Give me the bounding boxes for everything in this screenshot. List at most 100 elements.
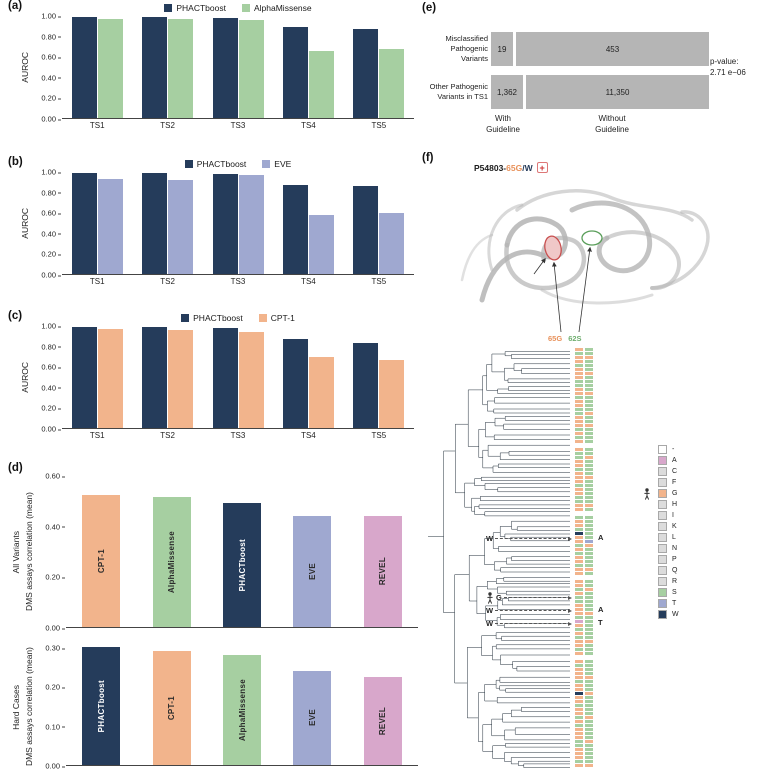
alignment-cell: [585, 512, 593, 515]
alignment-cell: [585, 480, 593, 483]
alignment-cell: [585, 588, 593, 591]
legend-swatch: [658, 467, 667, 476]
bar: [168, 19, 194, 118]
bar-group: [203, 16, 273, 118]
legend-row-C: C: [658, 466, 679, 477]
tick-label: 0.20: [41, 403, 61, 413]
bar-label: CPT-1: [96, 549, 106, 574]
segment-without-guideline: 11,350: [526, 75, 709, 109]
alignment-cell: [575, 448, 583, 451]
legend-row-H: H: [658, 499, 679, 510]
bar: [168, 330, 194, 428]
segment-with-guideline: 19: [491, 32, 513, 66]
alignment-cell: [575, 536, 583, 539]
alignment-cell: [575, 632, 583, 635]
bar-group: [132, 172, 202, 274]
category-label: TS2: [160, 431, 175, 440]
plot-area: [62, 326, 414, 429]
alignment-cell: [575, 720, 583, 723]
tree-annotation: W: [486, 605, 572, 616]
alignment-cell: [575, 596, 583, 599]
bar: [238, 175, 264, 274]
alignment-cell: [575, 688, 583, 691]
legend-row-P: P: [658, 554, 679, 565]
bar-group: PHACTboost: [66, 647, 136, 765]
bar: [142, 173, 168, 274]
tick-label: 0.40: [41, 73, 61, 83]
bar-group: AlphaMissense: [207, 648, 277, 765]
alignment-cell: [575, 704, 583, 707]
category-label: TS1: [89, 431, 105, 440]
row-category-label: Other Pathogenic Variants in TS1: [429, 82, 488, 101]
alignment-cell: [585, 632, 593, 635]
alignment-cell: [585, 400, 593, 403]
alignment-cell: [585, 696, 593, 699]
annotation-left-label: G: [496, 593, 502, 602]
site-label-65g: 65G: [548, 334, 563, 343]
alignment-cell: [585, 496, 593, 499]
tick-label: 0.20: [45, 682, 65, 692]
alignment-cell: [585, 356, 593, 359]
alignment-cell: [575, 492, 583, 495]
alignment-cell: [575, 428, 583, 431]
alignment-cell: [575, 480, 583, 483]
alignment-cell: [585, 532, 593, 535]
alignment-cell: [575, 412, 583, 415]
bar: [308, 51, 334, 118]
bar: [282, 339, 308, 428]
alignment-cell: [585, 452, 593, 455]
legend-swatch: [658, 610, 667, 619]
alignment-cell: [575, 668, 583, 671]
dashed-arrow: [495, 538, 566, 539]
alignment-cell: [575, 400, 583, 403]
bar: [71, 327, 97, 428]
legend-item: PHACTboost: [184, 159, 246, 169]
alignment-cell: [575, 376, 583, 379]
panel-label-f: (f): [422, 152, 434, 164]
alignment-cell: [575, 604, 583, 607]
segment-without-guideline: 453: [516, 32, 709, 66]
alignment-cell: [585, 624, 593, 627]
tick-label: 0.80: [41, 188, 61, 198]
dashed-arrow: [495, 610, 566, 611]
alignment-cell: [575, 360, 583, 363]
alignment-cell: [575, 404, 583, 407]
legend-letter: R: [672, 578, 678, 585]
alignment-cell: [585, 388, 593, 391]
alignment-cell: [585, 544, 593, 547]
alignment-cell: [575, 644, 583, 647]
alignment-cell: [575, 744, 583, 747]
alignment-cell: [585, 700, 593, 703]
tick-label: 0.60: [45, 471, 65, 481]
alignment-cell: [575, 648, 583, 651]
tick-label: 0.60: [41, 208, 61, 218]
alignment-cell: [585, 404, 593, 407]
stacked-bar: 1,362 11,350: [491, 75, 709, 109]
bar: AlphaMissense: [223, 654, 262, 765]
bar: [308, 356, 334, 428]
alignment-cell: [585, 708, 593, 711]
alignment-cell: [575, 352, 583, 355]
annotation-right-label: A: [598, 605, 604, 614]
alignment-cell: [575, 600, 583, 603]
bar-group: CPT-1: [66, 476, 136, 627]
alignment-cell: [585, 568, 593, 571]
alignment-cell: [575, 572, 583, 575]
alignment-cell: [575, 580, 583, 583]
bar: [238, 332, 264, 428]
alignment-cell: [575, 500, 583, 503]
bar-group: [62, 16, 132, 118]
tick-label: 0.00: [45, 761, 65, 771]
legend-row-G: G: [644, 488, 679, 500]
alignment-cell: [585, 508, 593, 511]
alignment-cell: [575, 624, 583, 627]
legend-swatch: [241, 4, 250, 12]
alignment-cell: [585, 468, 593, 471]
alignment-cell: [585, 576, 593, 579]
legend-swatch: [658, 577, 667, 586]
